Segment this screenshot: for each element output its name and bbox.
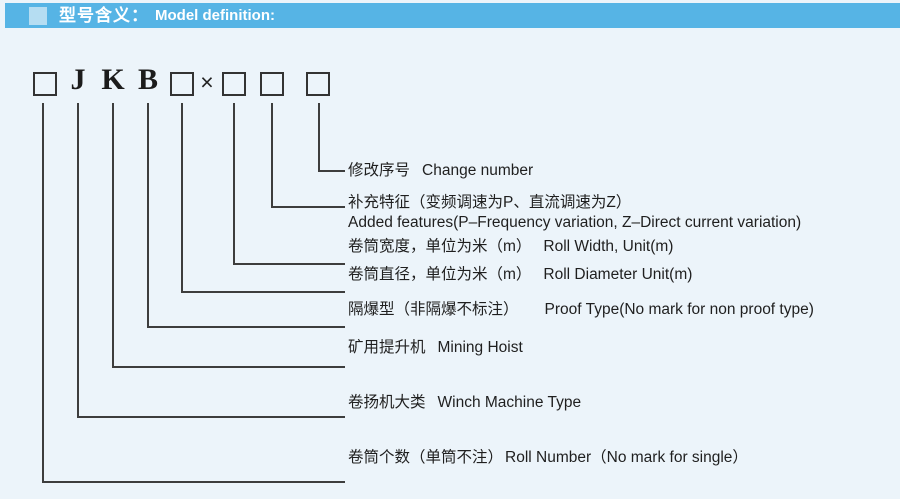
label-proof-type: 隔爆型（非隔爆不标注） Proof Type(No mark for non pr… <box>348 300 814 320</box>
label-added-features: 补充特征（变频调速为P、直流调速为Z） Added features(P–Fre… <box>348 193 801 233</box>
leader-line-mining-hoist <box>112 103 345 368</box>
model-letter-mining-hoist: K <box>101 63 125 96</box>
leader-line-roll-width <box>233 103 345 265</box>
model-box-roll-diameter <box>170 72 194 96</box>
label-winch-class-zh: 卷扬机大类 <box>348 394 426 411</box>
leader-line-change-number <box>318 103 345 172</box>
label-change-number-en: Change number <box>422 162 534 179</box>
label-mining-hoist-en: Mining Hoist <box>437 339 523 356</box>
label-mining-hoist: 矿用提升机 Mining Hoist <box>348 338 523 358</box>
header-square-icon <box>29 6 47 25</box>
label-roll-diameter-en: Roll Diameter Unit(m) <box>543 266 693 283</box>
section-title-zh: 型号含义： <box>59 6 149 25</box>
label-winch-class: 卷扬机大类 Winch Machine Type <box>348 393 581 413</box>
leader-line-roll-number <box>42 103 345 483</box>
label-change-number: 修改序号 Change number <box>348 161 533 181</box>
label-roll-width-zh: 卷筒宽度，单位为米（m） <box>348 238 532 255</box>
label-roll-diameter-zh: 卷筒直径，单位为米（m） <box>348 266 532 283</box>
label-roll-number-zh: 卷筒个数（单筒不注） <box>348 449 504 466</box>
model-box-added-features <box>260 72 284 96</box>
label-added-features-en: Added features(P–Frequency variation, Z–… <box>348 214 802 231</box>
label-roll-width: 卷筒宽度，单位为米（m） Roll Width, Unit(m) <box>348 237 673 257</box>
model-letter-winch-class: J <box>70 63 86 96</box>
model-box-roll-number <box>33 72 57 96</box>
section-title-en: Model definition: <box>155 7 275 24</box>
leader-line-proof-type <box>147 103 345 328</box>
label-roll-diameter: 卷筒直径，单位为米（m） Roll Diameter Unit(m) <box>348 265 692 285</box>
label-mining-hoist-zh: 矿用提升机 <box>348 339 426 356</box>
label-proof-type-zh: 隔爆型（非隔爆不标注） <box>348 301 519 318</box>
model-box-change-number <box>306 72 330 96</box>
label-winch-class-en: Winch Machine Type <box>437 394 582 411</box>
label-added-features-zh: 补充特征（变频调速为P、直流调速为Z） <box>348 194 632 211</box>
label-change-number-zh: 修改序号 <box>348 162 411 179</box>
leader-line-added-features <box>271 103 345 208</box>
label-proof-type-en: Proof Type(No mark for non proof type) <box>544 301 814 318</box>
label-roll-number-en: Roll Number（No mark for single） <box>505 449 748 466</box>
label-roll-number: 卷筒个数（单筒不注）Roll Number（No mark for single… <box>348 448 748 468</box>
label-roll-width-en: Roll Width, Unit(m) <box>543 238 674 255</box>
multiply-sign: × <box>200 69 214 95</box>
model-box-roll-width <box>222 72 246 96</box>
leader-line-winch-class <box>77 103 345 418</box>
model-letter-proof-type: B <box>137 63 158 96</box>
section-header-bar: 型号含义： Model definition: <box>5 3 900 28</box>
leader-line-roll-diameter <box>181 103 345 293</box>
